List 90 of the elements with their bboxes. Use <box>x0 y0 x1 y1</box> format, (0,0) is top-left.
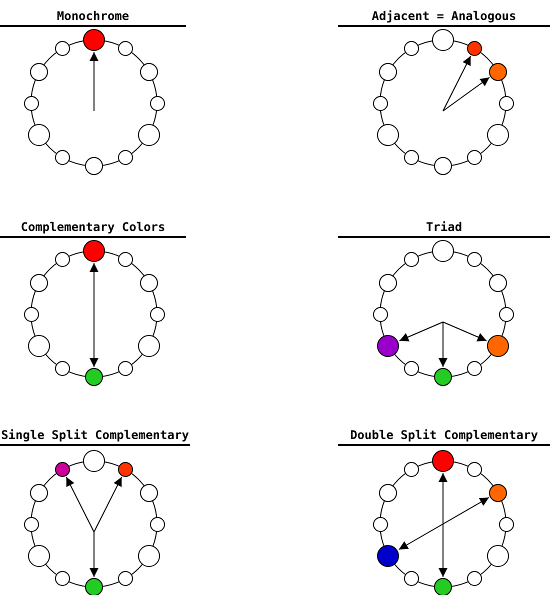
color-circle <box>55 462 70 477</box>
color-circle <box>118 361 133 376</box>
arrow <box>90 52 98 112</box>
color-circle <box>377 334 400 356</box>
panel-title: Monochrome <box>56 9 130 23</box>
color-circle <box>467 571 482 586</box>
color-circle <box>55 252 70 267</box>
color-circle <box>138 334 160 356</box>
color-circle <box>28 334 50 356</box>
color-circle <box>498 306 514 322</box>
color-circle <box>467 361 482 376</box>
color-circle <box>498 96 514 110</box>
panel-title: Complementary Colors <box>20 220 166 234</box>
arrow <box>66 476 94 532</box>
color-circle <box>486 334 509 356</box>
color-circle <box>486 124 509 146</box>
color-circle <box>150 516 164 532</box>
color-circle <box>24 516 38 532</box>
color-circle <box>118 150 133 166</box>
color-circle <box>138 544 160 566</box>
color-circle <box>467 150 482 166</box>
color-circle <box>404 150 419 166</box>
arrow <box>438 322 448 368</box>
color-circle <box>150 306 164 322</box>
color-circle <box>434 368 452 386</box>
color-circle <box>30 484 48 502</box>
color-circle <box>404 361 419 376</box>
color-circle <box>432 240 454 262</box>
color-circle <box>488 274 507 292</box>
panel-title: Double Split Complementary <box>349 428 539 442</box>
color-circle <box>118 462 133 477</box>
arrow <box>442 76 490 112</box>
color-circle <box>404 252 419 267</box>
color-circle <box>83 29 105 51</box>
color-circle <box>55 571 70 586</box>
color-circle <box>150 96 164 110</box>
color-circle <box>488 62 507 80</box>
color-circle <box>118 252 133 267</box>
color-circle <box>24 96 38 110</box>
color-circle <box>55 361 70 376</box>
color-circle <box>432 29 454 51</box>
color-circle <box>118 571 133 586</box>
color-circle <box>118 40 133 56</box>
color-circle <box>24 306 38 322</box>
color-circle <box>28 124 50 146</box>
color-circle <box>140 484 158 502</box>
color-circle <box>377 124 400 146</box>
arrow <box>90 262 98 368</box>
color-circle <box>138 124 160 146</box>
color-circle <box>404 462 419 477</box>
panel-title: Adjacent = Analogous <box>370 9 518 23</box>
panel-title: Single Split Complementary <box>0 428 190 442</box>
color-circle <box>140 62 158 80</box>
color-circle <box>55 150 70 166</box>
color-circle <box>85 368 103 386</box>
color-circle <box>467 462 482 477</box>
color-circle <box>404 40 419 56</box>
color-circle <box>372 96 388 110</box>
color-circle <box>372 306 388 322</box>
color-circle <box>28 544 50 566</box>
color-circle <box>404 571 419 586</box>
color-circle <box>377 544 400 566</box>
color-circle <box>379 274 398 292</box>
color-circle <box>83 450 105 472</box>
arrow <box>438 472 448 578</box>
color-circle <box>83 240 105 262</box>
arrow <box>398 322 444 342</box>
color-circle <box>140 274 158 292</box>
color-circle <box>488 484 507 502</box>
color-circle <box>434 157 452 175</box>
color-circle <box>467 252 482 267</box>
color-circle <box>30 62 48 80</box>
color-circle <box>379 484 398 502</box>
arrow <box>442 322 488 342</box>
arrow <box>90 532 98 578</box>
arrow <box>398 497 490 550</box>
color-circle <box>498 516 514 532</box>
arrow <box>442 56 472 112</box>
arrow <box>94 476 122 532</box>
color-circle <box>372 516 388 532</box>
panel-title: Triad <box>424 220 464 234</box>
color-circle <box>85 578 103 595</box>
color-circle <box>486 544 509 566</box>
color-circle <box>55 40 70 56</box>
color-circle <box>85 157 103 175</box>
color-circle <box>434 578 452 595</box>
color-circle <box>467 40 482 56</box>
color-circle <box>432 450 454 472</box>
color-circle <box>379 62 398 80</box>
color-circle <box>30 274 48 292</box>
